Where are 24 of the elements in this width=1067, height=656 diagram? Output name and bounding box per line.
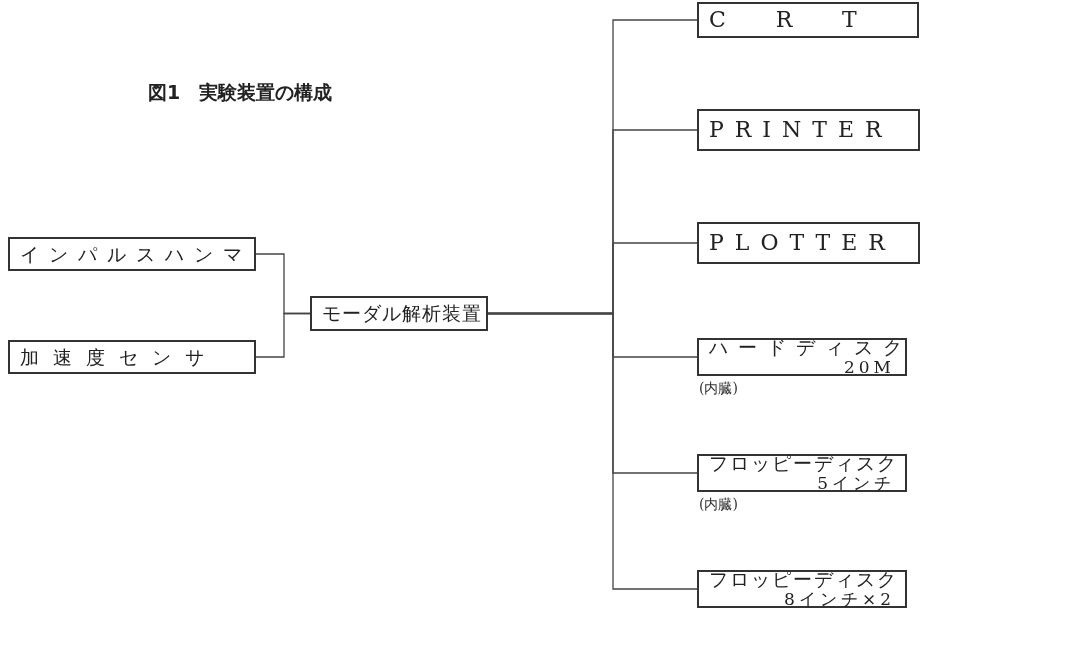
device-label: CRT [709, 7, 907, 33]
connector-line [487, 312, 698, 590]
connector-line [255, 312, 311, 358]
device-label: 加速度センサ [20, 346, 219, 368]
device-box [8, 340, 256, 374]
device-spec: 5インチ [817, 474, 895, 493]
note-text: (内臓) [699, 380, 738, 398]
device-label: フロッピーディスク [709, 569, 895, 591]
device-spec: 8インチ×2 [784, 590, 895, 609]
device-box [8, 237, 256, 271]
device-box [697, 2, 919, 38]
diagram-title: 図1 実験装置の構成 [148, 80, 333, 105]
device-label: PRINTER [709, 117, 894, 143]
note-text: (内臓) [699, 496, 738, 514]
device-box [697, 338, 907, 376]
device-spec: 20M [843, 358, 895, 377]
device-box [310, 296, 488, 331]
device-label: インパルスハンマ [20, 243, 244, 265]
device-box [697, 570, 907, 608]
device-label: PLOTTER [709, 230, 897, 256]
device-label: フロッピーディスク [709, 453, 895, 475]
device-box [697, 109, 920, 151]
device-box [697, 222, 920, 264]
device-box [697, 454, 907, 492]
